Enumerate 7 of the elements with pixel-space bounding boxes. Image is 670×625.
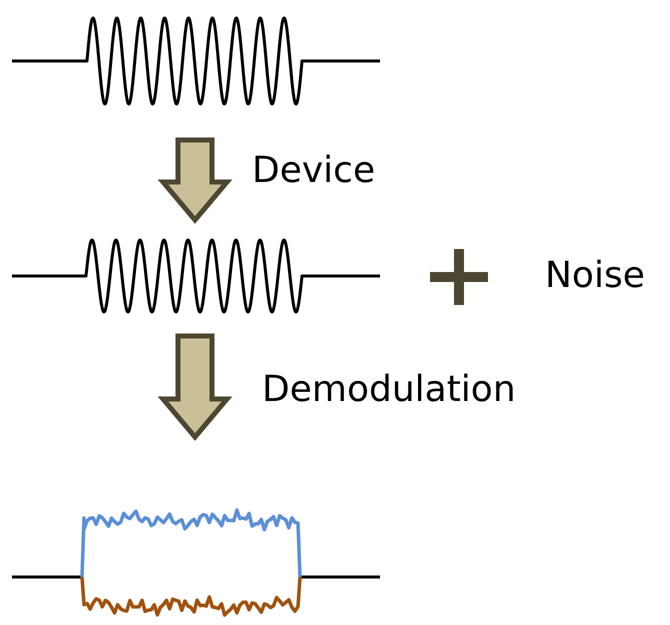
waveform-drawing [10, 14, 382, 108]
waveform-drawing [10, 236, 382, 316]
block-arrow [158, 334, 232, 441]
edge-label: Demodulation [262, 372, 516, 408]
noise-label: Noise [545, 258, 645, 294]
block-arrow [158, 138, 232, 224]
edge-label: Device [252, 153, 376, 189]
